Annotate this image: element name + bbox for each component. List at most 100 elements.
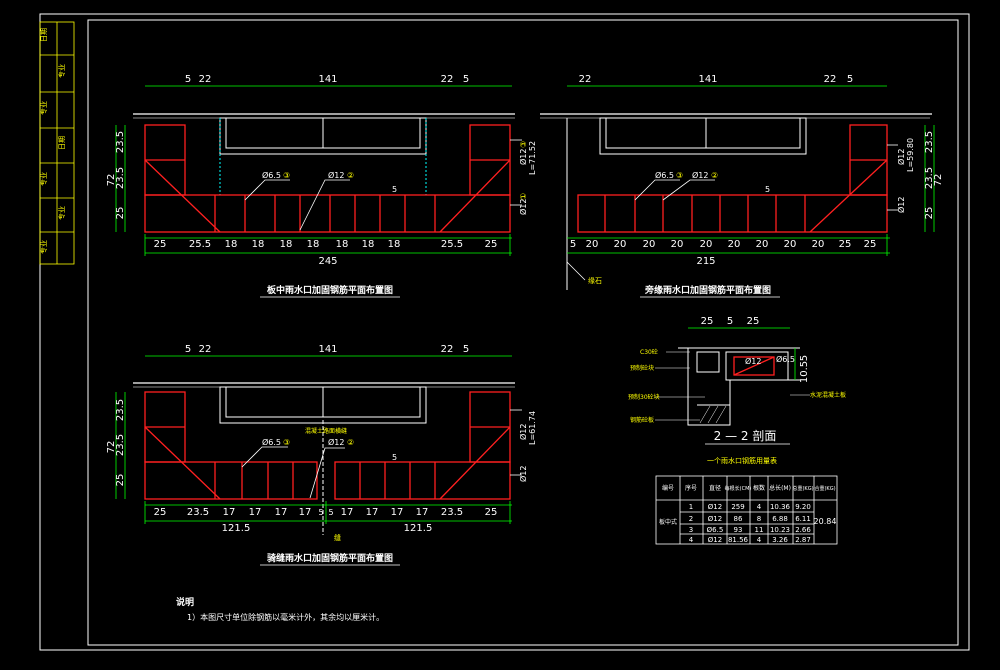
d2-bottom-dim-8: 20 bbox=[756, 239, 769, 250]
drawing-3-plan: 5 22 141 22 5 23.5 23.5 25 72 25 23.5 17… bbox=[106, 344, 537, 566]
d2-bottom-dim-2: 20 bbox=[586, 239, 599, 250]
d1-left-dim-3: 25 bbox=[115, 207, 126, 220]
sec-right-dim-1: 5 bbox=[799, 355, 810, 361]
d2-bottom-dim-5: 20 bbox=[671, 239, 684, 250]
table-cell: Ø12 bbox=[708, 536, 722, 544]
d2-top-dim-4: 5 bbox=[847, 74, 853, 85]
table-cell: 6.88 bbox=[772, 515, 788, 523]
table-group: 板中式 bbox=[659, 518, 677, 526]
d2-bottom-dim-3: 20 bbox=[614, 239, 627, 250]
d1-top-dim-5: 5 bbox=[463, 74, 469, 85]
d2-label-d65: Ø6.5 bbox=[655, 170, 674, 180]
d2-right-dim-3: 25 bbox=[924, 207, 935, 220]
table-title: 一个雨水口钢筋用量表 bbox=[707, 456, 777, 465]
d1-right-label-1: Ø12 bbox=[518, 149, 528, 165]
d3-left-total: 72 bbox=[106, 441, 117, 454]
title-cell-7: 专业 bbox=[39, 240, 48, 254]
d1-bottom-total: 245 bbox=[318, 256, 337, 267]
table-cell: 9.20 bbox=[795, 503, 811, 511]
d3-right-label-1: Ø12 bbox=[518, 424, 528, 440]
drawing-2-plan: 22 141 22 5 23.5 23.5 25 72 5 20 20 20 2… bbox=[540, 74, 944, 298]
d3-bottom-dim-3: 17 bbox=[223, 507, 236, 518]
d2-right-dim-1: 23.5 bbox=[924, 131, 935, 153]
d2-curb-label: 缘石 bbox=[588, 276, 602, 285]
d1-left-total: 72 bbox=[106, 174, 117, 187]
sec-right-dim-2: 10.5 bbox=[799, 361, 810, 383]
d3-bottom-dim-4: 17 bbox=[249, 507, 262, 518]
table-cell: 3.26 bbox=[772, 536, 788, 544]
sec-annot-3: 预制30砼块 bbox=[628, 393, 660, 401]
d1-bottom-dim-6: 18 bbox=[307, 239, 320, 250]
table-cell: 8 bbox=[757, 515, 761, 523]
table-cell: 4 bbox=[757, 503, 762, 511]
sec-annot-5: 水泥混凝土板 bbox=[810, 391, 846, 399]
d2-label-n3: ③ bbox=[676, 171, 683, 180]
d3-label-d12: Ø12 bbox=[328, 437, 344, 447]
d3-label-d65: Ø6.5 bbox=[262, 437, 281, 447]
d2-label-n2: ② bbox=[711, 171, 718, 180]
sec-annot-2: 预制砼块 bbox=[630, 364, 654, 372]
title-cell-1: 日期 bbox=[40, 28, 48, 42]
table-cell: 81.56 bbox=[728, 536, 749, 544]
d2-bottom-dim-1: 5 bbox=[570, 239, 576, 250]
table-cell: 10.23 bbox=[770, 526, 790, 534]
d1-bottom-dim-5: 18 bbox=[280, 239, 293, 250]
table-cell: 3 bbox=[689, 526, 693, 534]
d3-left-dim-3: 25 bbox=[115, 474, 126, 487]
d1-label-s5: 5 bbox=[392, 185, 397, 194]
d3-bottom-dim-10: 17 bbox=[366, 507, 379, 518]
d1-bottom-dim-9: 18 bbox=[388, 239, 401, 250]
d2-bottom-dim-7: 20 bbox=[728, 239, 741, 250]
title-cell-2: 专业 bbox=[57, 64, 66, 78]
sec-label-d12: Ø12 bbox=[745, 356, 761, 366]
d3-left-dim-1: 23.5 bbox=[115, 399, 126, 421]
table-cell: Ø12 bbox=[708, 503, 722, 511]
d3-label-s5: 5 bbox=[392, 453, 397, 462]
d2-top-dim-1: 22 bbox=[579, 74, 592, 85]
table-cell: 4 bbox=[757, 536, 762, 544]
d1-bottom-dim-10: 25.5 bbox=[441, 239, 463, 250]
sec-annot-1: C30砼 bbox=[640, 348, 658, 356]
table-cell: 2.66 bbox=[795, 526, 811, 534]
d3-bottom-dim-12: 17 bbox=[416, 507, 429, 518]
d3-label-n3: ③ bbox=[283, 438, 290, 447]
title-cell-6: 专业 bbox=[57, 206, 66, 220]
d2-right-label-1: Ø12 bbox=[896, 149, 906, 165]
table-header-1: 编号 bbox=[662, 484, 674, 492]
d3-seam-note: 混凝土路面横缝 bbox=[305, 427, 347, 435]
d2-top-dim-2: 141 bbox=[698, 74, 717, 85]
d3-top-dim-2: 22 bbox=[199, 344, 212, 355]
sec-top-dim-3: 25 bbox=[747, 316, 760, 327]
sheet-inner-frame bbox=[87, 19, 959, 646]
d2-bottom-dim-12: 25 bbox=[864, 239, 877, 250]
d3-left-dim-2: 23.5 bbox=[115, 434, 126, 456]
sec-top-dim-2: 5 bbox=[727, 316, 733, 327]
d2-bottom-dim-10: 20 bbox=[812, 239, 825, 250]
table-cell: 6.11 bbox=[795, 515, 811, 523]
d1-label-d65: Ø6.5 bbox=[262, 170, 281, 180]
table-cell: Ø6.5 bbox=[707, 526, 724, 534]
d3-bottom-dim-6: 17 bbox=[299, 507, 312, 518]
notes-heading: 说明 bbox=[176, 596, 194, 608]
d2-bottom-dim-6: 20 bbox=[700, 239, 713, 250]
d1-bottom-dim-2: 25.5 bbox=[189, 239, 211, 250]
d3-bottom-dim-2: 23.5 bbox=[187, 507, 209, 518]
section-2-2: 25 5 25 5 10.5 Ø12 Ø6.5 C30砼 预制砼块 预制30砼块… bbox=[628, 316, 846, 445]
table-cell: 11 bbox=[755, 526, 764, 534]
sheet-outer-frame bbox=[39, 13, 970, 651]
d1-top-dim-3: 141 bbox=[318, 74, 337, 85]
sec-label-d65: Ø6.5 bbox=[776, 354, 795, 364]
d2-top-dim-3: 22 bbox=[824, 74, 837, 85]
d2-right-label-3: Ø12 bbox=[896, 197, 906, 213]
table-cell: Ø12 bbox=[708, 515, 722, 523]
d3-top-dim-5: 5 bbox=[463, 344, 469, 355]
sec-annot-4: 钢筋砼板 bbox=[630, 416, 654, 424]
d1-top-dim-2: 22 bbox=[199, 74, 212, 85]
d1-right-num-3: ③ bbox=[519, 141, 528, 148]
d2-bottom-dim-11: 25 bbox=[839, 239, 852, 250]
table-header-5: 根数 bbox=[753, 484, 765, 492]
d2-right-label-2: L=59.80 bbox=[906, 138, 915, 172]
table-header-4: 每根长(CM) bbox=[725, 485, 752, 492]
table-cell: 10.36 bbox=[770, 503, 791, 511]
